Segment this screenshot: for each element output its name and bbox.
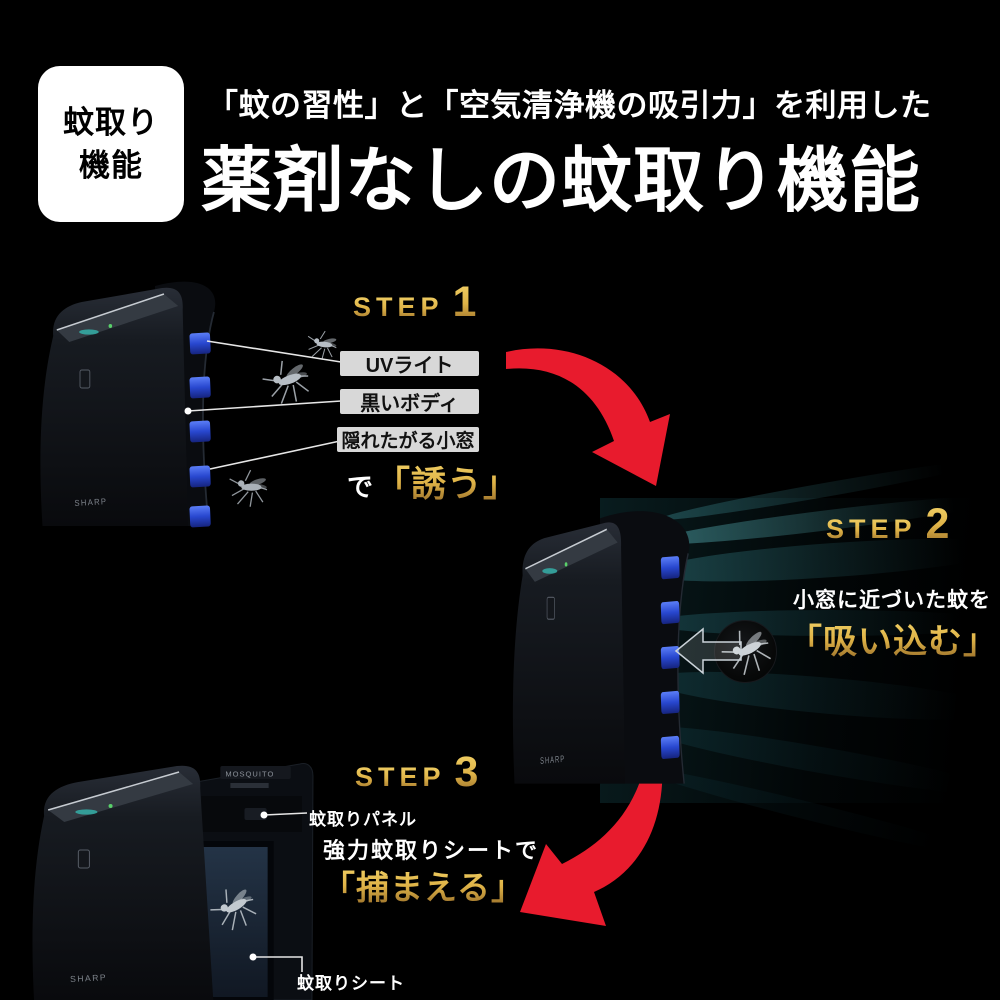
- brand-logo: SHARP: [70, 972, 107, 984]
- step2-number: 2: [925, 500, 950, 548]
- mosquito-icon: [255, 351, 316, 412]
- step2-label: STEP 2: [826, 500, 949, 549]
- mosquito-icon: [220, 460, 275, 515]
- air-purifier-step2: SHARP: [512, 511, 690, 784]
- feature-badge: 蚊取り 機能: [38, 66, 184, 222]
- step1-word: STEP: [353, 292, 444, 322]
- step3-panel-label: 蚊取りパネル: [309, 810, 417, 829]
- step1-action: で 「誘う」: [347, 456, 519, 507]
- step3-sheet-label: 蚊取りシート: [297, 974, 405, 993]
- red-arrow-down-right-icon: [506, 348, 670, 486]
- air-purifier-step1: SHARP: [40, 281, 216, 528]
- callout-uv-light: UVライト: [340, 351, 479, 377]
- panel-brand-text: MOSQUITO: [225, 770, 274, 779]
- step3-word: STEP: [355, 762, 446, 792]
- step1-number: 1: [452, 278, 477, 326]
- step3-action-text: 「捕まえる」: [322, 861, 525, 909]
- step1-action-text: 「誘う」: [375, 456, 519, 507]
- callout-black-body: 黒いボディ: [340, 389, 479, 415]
- step2-description: 小窓に近づいた蚊を: [793, 589, 991, 612]
- step1-action-prefix: で: [347, 472, 374, 502]
- badge-line1: 蚊取り: [63, 104, 159, 140]
- badge-line2: 機能: [79, 148, 143, 183]
- brand-logo: SHARP: [74, 497, 107, 508]
- callout-hiding-window: 隠れたがる小窓: [337, 427, 479, 452]
- page-title: 薬剤なしの蚊取り機能: [201, 142, 922, 221]
- step3-label: STEP 3: [355, 748, 478, 797]
- brand-logo: SHARP: [540, 753, 565, 766]
- header-subtitle: 「蚊の習性」と「空気清浄機の吸引力」を利用した: [207, 88, 932, 123]
- step1-label: STEP 1: [353, 278, 476, 327]
- step3-description: 強力蚊取りシートで: [323, 838, 540, 863]
- step2-word: STEP: [826, 514, 917, 544]
- step3-number: 3: [454, 748, 479, 796]
- air-purifier-step3-open: MOSQUITO SHARP: [32, 763, 314, 1000]
- step2-action-text: 「吸い込む」: [788, 614, 998, 663]
